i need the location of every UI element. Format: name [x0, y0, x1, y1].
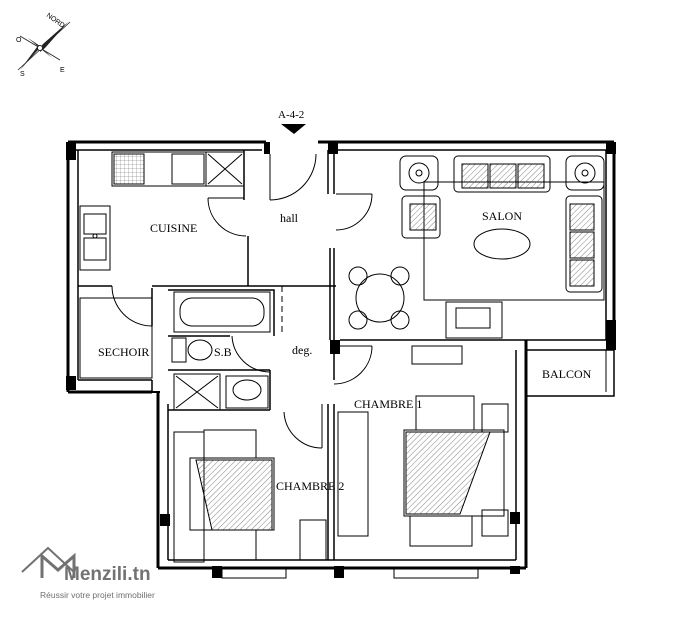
label-balcony: BALCON: [542, 367, 592, 381]
compass-north: NORD: [45, 12, 66, 30]
fridge-icon: [205, 151, 245, 187]
lamp-table-left-icon: [399, 155, 439, 191]
bathtub-icon: [173, 291, 271, 333]
lamp-table-right-icon: [565, 155, 605, 191]
dresser-icon: [411, 345, 463, 365]
compass-east: E: [60, 67, 65, 74]
hall-dashed-lines: [252, 285, 330, 336]
wall-posts: [66, 142, 616, 578]
compass-west: O: [16, 37, 22, 44]
kitchen-fixtures: [79, 151, 245, 271]
watermark-tagline: Réussir votre projet immobilier: [40, 590, 155, 600]
bedroom2-furniture: [173, 429, 327, 563]
wardrobe-icon: [337, 411, 369, 537]
label-bedroom2: CHAMBRE 2: [276, 479, 344, 493]
dining-table-icon: [348, 266, 410, 330]
compass-rose-icon: NORD O S E: [16, 12, 71, 78]
walls: [66, 140, 616, 570]
bed-1-icon: [403, 429, 505, 517]
label-living: SALON: [482, 209, 522, 223]
label-corridor: deg.: [292, 343, 312, 357]
entrance-label: A-4-2: [278, 109, 304, 121]
salon-furniture: [348, 155, 605, 339]
bedroom1-furniture: [337, 345, 509, 547]
watermark-brand: Menzili.tn: [64, 564, 151, 585]
sofa-side-icon: [565, 195, 603, 293]
room-labels: CUISINE hall SALON SECHOIR S.B deg. CHAM…: [98, 209, 592, 493]
windows: [221, 567, 479, 579]
tv-cabinet-icon: [445, 301, 503, 339]
sofa-icon: [453, 155, 551, 193]
stove-icon: [113, 153, 145, 185]
bathroom-fixtures: [171, 291, 271, 411]
entrance-marker: A-4-2: [278, 109, 306, 134]
label-kitchen: CUISINE: [150, 221, 197, 235]
coffee-table-icon: [473, 228, 531, 260]
shower-icon: [173, 373, 221, 411]
compass-south: S: [20, 71, 25, 78]
label-hall: hall: [280, 211, 299, 225]
label-bathroom: S.B: [214, 345, 232, 359]
sink-icon: [79, 205, 111, 271]
wardrobe-icon: [173, 431, 205, 563]
watermark-logo: Menzili.tn Réussir votre projet immobili…: [21, 546, 155, 600]
armchair-icon: [401, 195, 441, 239]
washbasin-icon: [225, 375, 269, 409]
label-dryer: SECHOIR: [98, 345, 149, 359]
dryer-area: [79, 297, 153, 379]
interior-walls: [78, 150, 516, 560]
counter-icon: [171, 153, 205, 185]
doors: [111, 153, 373, 449]
toilet-icon: [187, 339, 213, 361]
label-bedroom1: CHAMBRE 1: [354, 397, 422, 411]
entrance-arrow-icon: [281, 124, 306, 134]
